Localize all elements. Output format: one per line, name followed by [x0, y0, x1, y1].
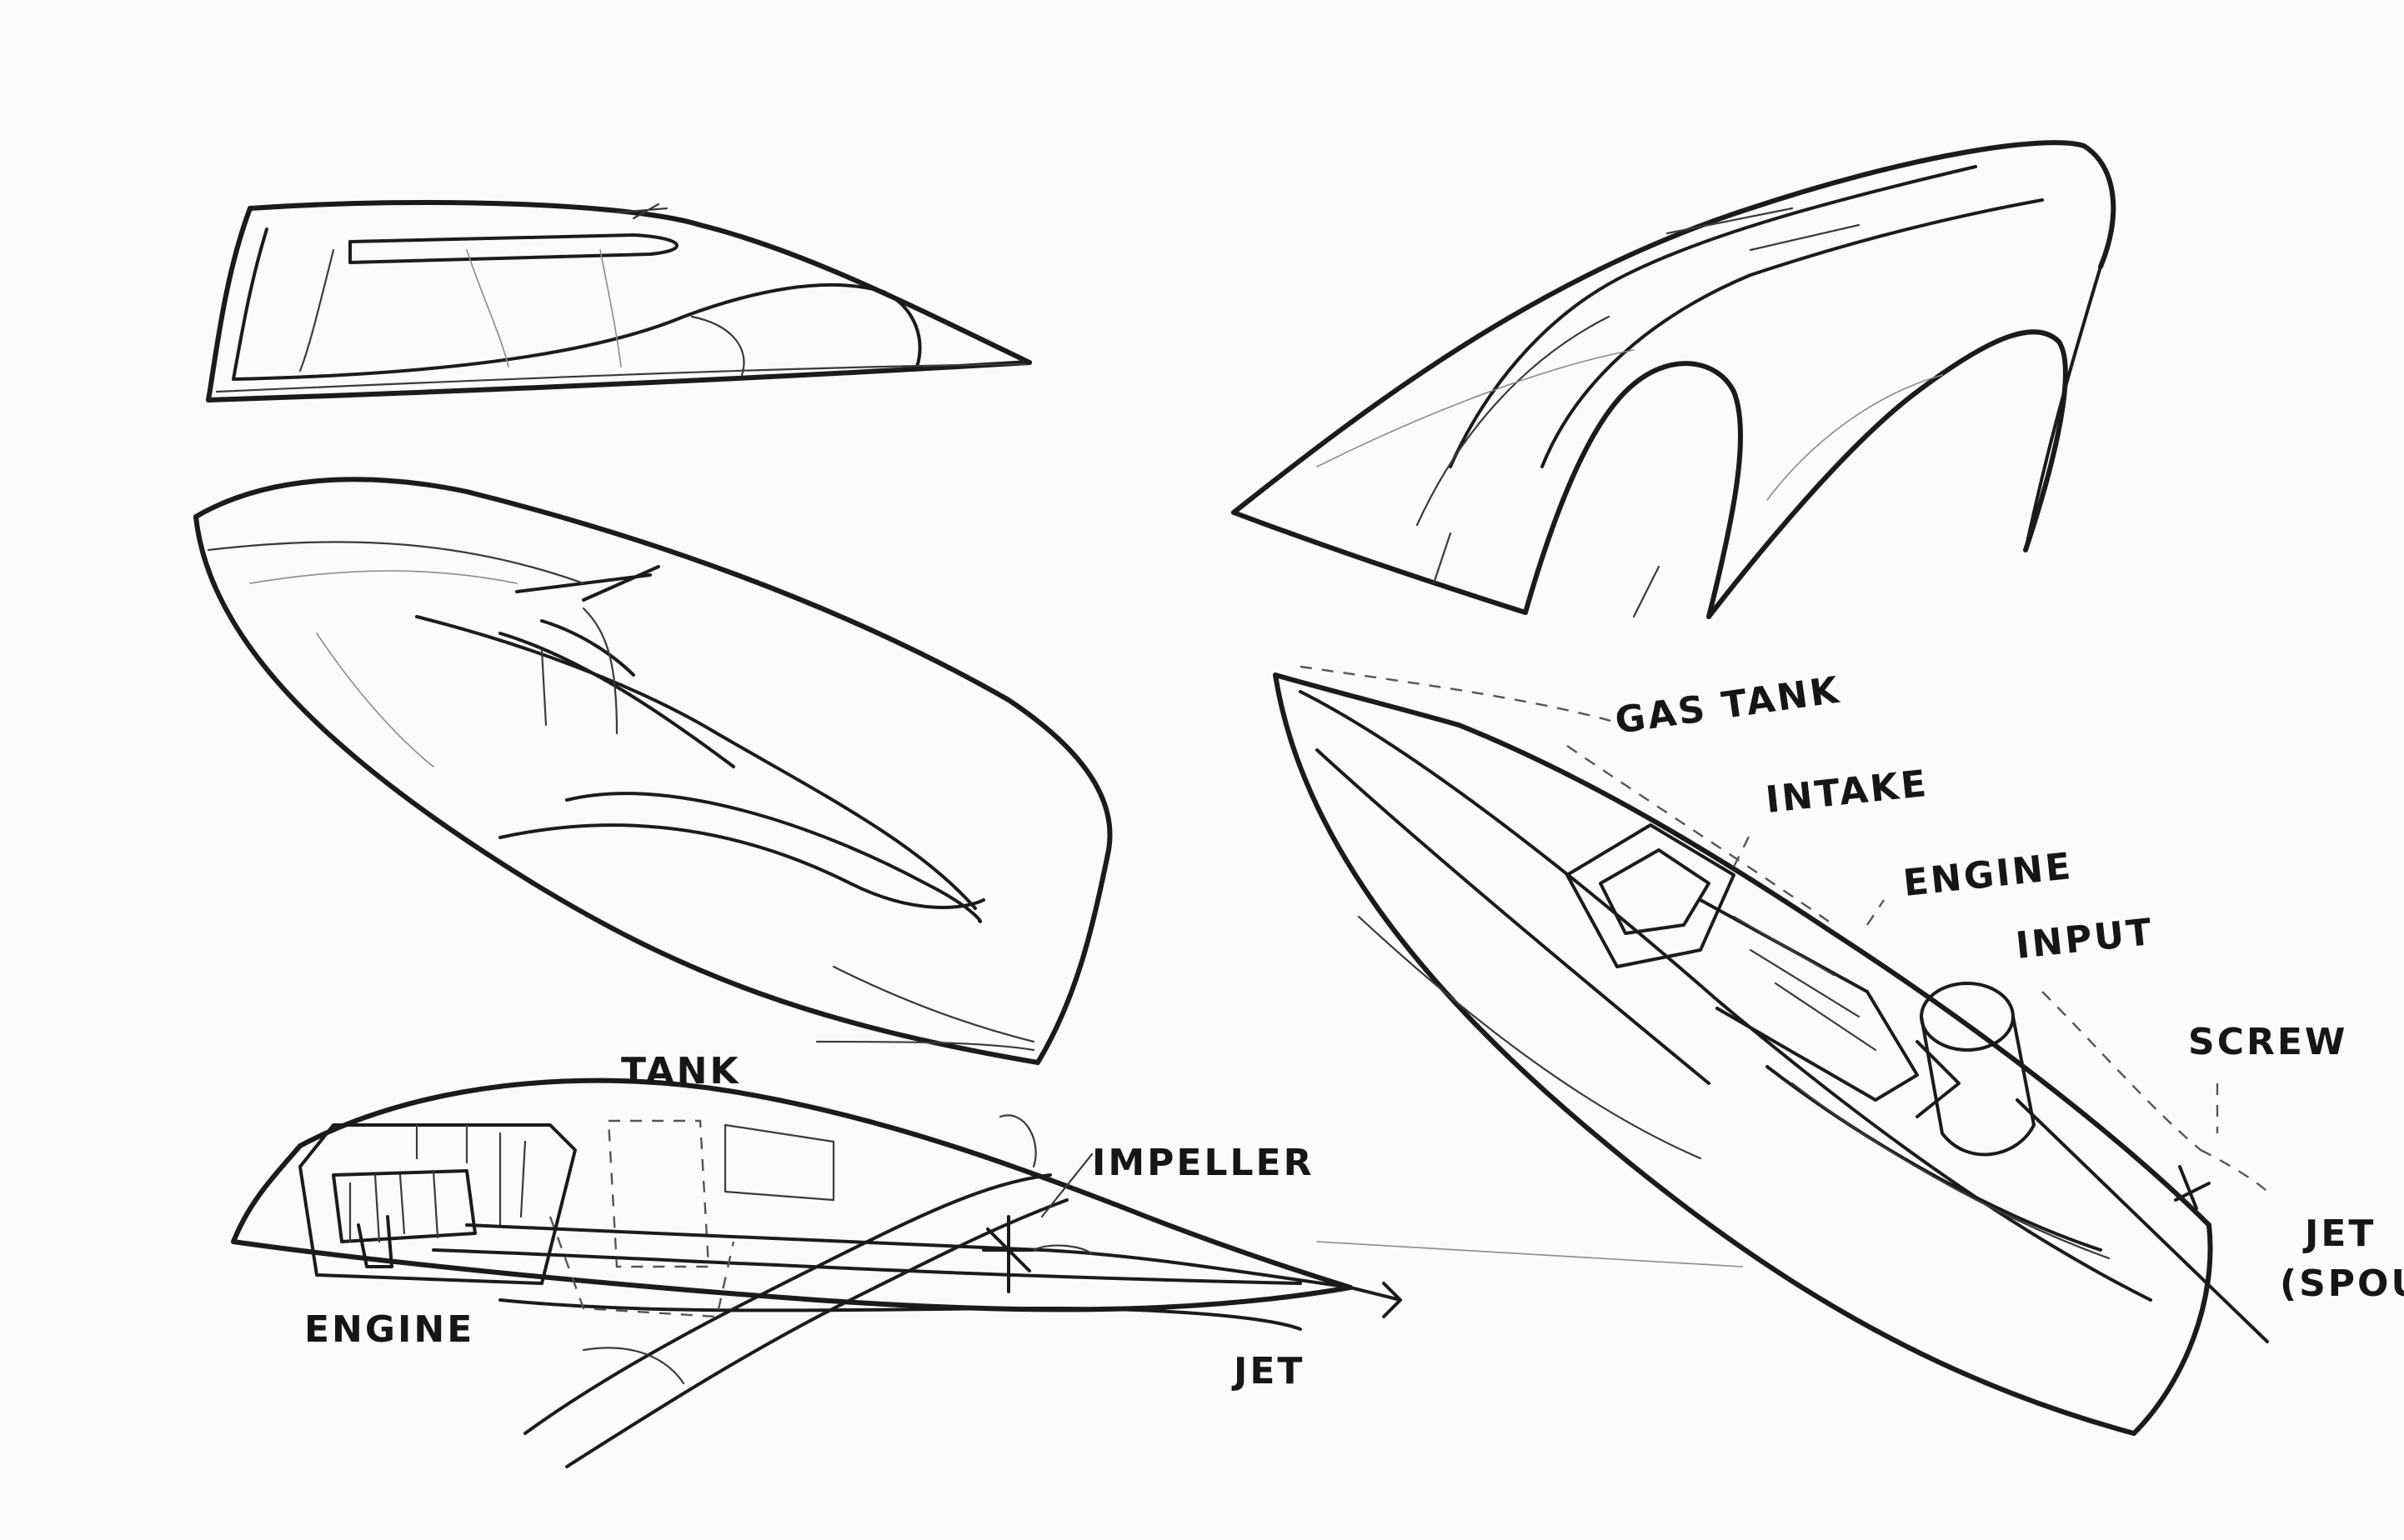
label-spout: (SPOU	[2280, 1262, 2404, 1305]
engine-block	[298, 1123, 577, 1285]
label-engine-cutaway: ENGINE	[1901, 845, 2075, 905]
label-engine: ENGINE	[304, 1308, 474, 1351]
label-gas-tank: GAS TANK	[1612, 668, 1843, 742]
label-screw: SCREW	[2188, 1021, 2347, 1063]
jet-arrow	[1349, 1282, 1402, 1318]
label-impeller: IMPELLER	[1092, 1142, 1314, 1184]
tank-outline	[607, 1119, 710, 1268]
hull-rear-perspective-sketch	[1231, 140, 2116, 619]
labels-side-view: TANK IMPELLER ENGINE JET	[304, 1050, 1314, 1392]
labels-cutaway: GAS TANK INTAKE ENGINE INPUT SCREW JET (…	[1612, 668, 2404, 1305]
input-cylinder	[1920, 982, 2036, 1157]
label-intake: INTAKE	[1764, 762, 1931, 822]
hull-side-profile-sketch	[206, 199, 1032, 402]
label-input: INPUT	[2014, 911, 2156, 968]
hull-perspective-sketch	[193, 477, 1113, 1065]
impeller-mark	[982, 1215, 1035, 1293]
label-jet: JET	[1231, 1350, 1305, 1392]
label-jet-cutaway: JET	[2302, 1212, 2376, 1255]
cutaway-perspective-sketch	[1273, 665, 2269, 1436]
label-tank: TANK	[621, 1050, 741, 1092]
screw-mark	[2174, 1165, 2211, 1210]
internal-side-view-sketch	[231, 1078, 1743, 1468]
intake-box	[1565, 823, 1735, 968]
